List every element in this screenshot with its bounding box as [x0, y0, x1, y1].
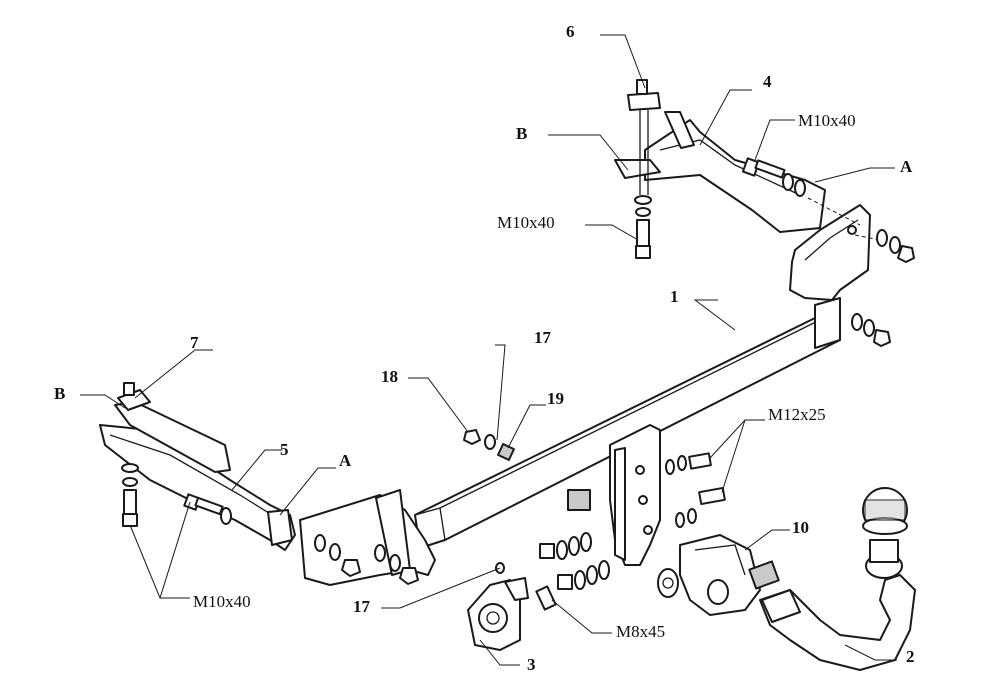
- label-part-19: 19: [547, 389, 564, 408]
- label-part-10: 10: [792, 518, 809, 537]
- label-bolt-m10x40-vertical: M10x40: [497, 213, 555, 232]
- clamp-6: [627, 79, 661, 195]
- left-vertical-bolt: [121, 463, 139, 527]
- socket-plate-3: [467, 562, 529, 651]
- bracket-4: [614, 111, 826, 233]
- label-part-7: 7: [190, 333, 199, 352]
- side-plate-right: [789, 197, 915, 347]
- label-part-3: 3: [527, 655, 536, 674]
- label-part-17-bottom: 17: [353, 597, 371, 616]
- label-bolt-m10x40-top-right: M10x40: [798, 111, 856, 130]
- label-part-4: 4: [763, 72, 772, 91]
- label-part-18: 18: [381, 367, 398, 386]
- ball-neck-2: [759, 487, 916, 671]
- label-bolt-m8x45: M8x45: [616, 622, 665, 641]
- bolts-m12x25: [665, 452, 726, 528]
- label-bolt-m10x40-left: M10x40: [193, 592, 251, 611]
- label-b-left: B: [54, 384, 65, 403]
- label-part-6: 6: [566, 22, 575, 41]
- label-bolt-m12x25: M12x25: [768, 405, 826, 424]
- left-fasteners: [314, 534, 419, 585]
- left-horizontal-bolt: [183, 493, 232, 525]
- receiver-10: [657, 534, 780, 616]
- label-a-right: A: [900, 157, 913, 176]
- bracket-5: [99, 401, 296, 551]
- leader-lines: [80, 34, 897, 666]
- label-b-top: B: [516, 124, 527, 143]
- vertical-bolt-top: [634, 195, 652, 259]
- bolts-m8x45: [535, 532, 610, 611]
- label-part-5: 5: [280, 440, 289, 459]
- side-plate-left: [299, 489, 436, 586]
- center-fasteners: [463, 429, 515, 461]
- label-part-17-top: 17: [534, 328, 552, 347]
- label-a-left: A: [339, 451, 352, 470]
- label-part-2: 2: [906, 647, 915, 666]
- clamp-7: [117, 382, 151, 411]
- bolt-m10x40-top-right: [741, 157, 806, 197]
- label-part-1: 1: [670, 287, 679, 306]
- mounting-plate: [567, 424, 661, 566]
